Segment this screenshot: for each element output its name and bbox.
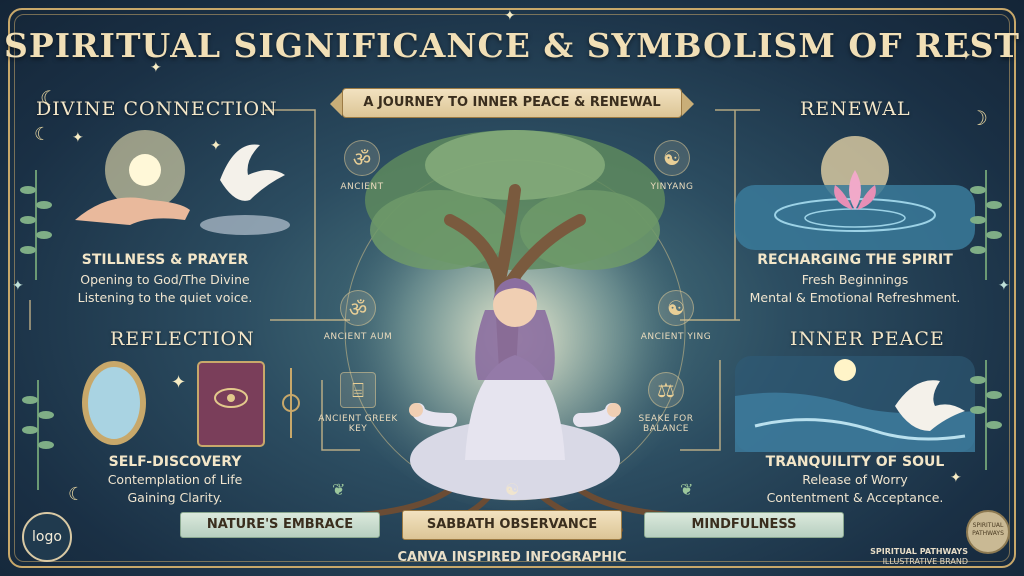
greek-key-icon: ⌸ — [340, 372, 376, 408]
page-title: Spiritual Significance & Symbolism of Re… — [4, 26, 1020, 65]
symbol-label: Ancient Aum — [323, 332, 393, 342]
pill-mindfulness: Mindfulness — [644, 512, 844, 538]
divine-hands-dove-illustration — [75, 130, 290, 235]
section-title-reflection: Reflection — [110, 328, 255, 350]
symbol-label: Seake for Balance — [638, 414, 694, 434]
sparkle-icon: ✦ — [72, 130, 84, 146]
text-line: Fresh Beginnings — [801, 272, 909, 287]
sparkle-icon: ✦ — [504, 8, 516, 24]
footer-caption: Canva Inspired Infographic — [397, 550, 627, 565]
tree-meditation-illustration — [325, 130, 705, 533]
yin-yang-icon: ☯ — [658, 290, 694, 326]
subtitle-tranquility-soul: Tranquility of Soul — [765, 454, 945, 470]
pill-natures-embrace: Nature's Embrace — [180, 512, 380, 538]
inner-border — [14, 14, 1010, 562]
symbol-label: Ancient Greek Key — [318, 414, 398, 434]
seal-line: Spiritual — [972, 522, 1004, 529]
symbol-label: Yinyang — [650, 182, 694, 192]
sparkle-icon: ✦ — [12, 278, 24, 294]
symbol-label: Ancient Ying — [640, 332, 712, 342]
lotus-water-illustration — [735, 136, 975, 250]
brand-seal: Spiritual Pathways — [966, 510, 1010, 554]
om-icon: ॐ — [340, 290, 376, 326]
subtitle-self-discovery: Self-Discovery — [108, 454, 242, 470]
river-moon-dove-illustration — [735, 356, 975, 452]
outer-border — [8, 8, 1016, 568]
symbol-label: Ancient — [340, 182, 384, 192]
moon-icon: ☾ — [34, 124, 51, 145]
mirror-book-illustration: ✦ — [82, 361, 300, 447]
svg-text:✦: ✦ — [171, 372, 186, 393]
subtitle-recharging-spirit: Recharging the Spirit — [757, 252, 953, 268]
text-line: Mental & Emotional Refreshment. — [749, 290, 961, 305]
text-line: Listening to the quiet voice. — [77, 290, 253, 305]
subtitle-ribbon: A Journey to Inner Peace & Renewal — [342, 88, 682, 118]
om-icon: ॐ — [344, 140, 380, 176]
moon-icon: ☽ — [970, 106, 988, 130]
subtitle-stillness-prayer: Stillness & Prayer — [81, 252, 249, 268]
leaf-sprig-icon — [970, 360, 1002, 470]
leaf-sprig-icon — [970, 170, 1002, 280]
pill-sabbath-observance: Sabbath Observance — [402, 510, 622, 540]
section-title-renewal: Renewal — [800, 98, 911, 120]
brand-caption: Spiritual Pathways Illustrative Brand — [870, 547, 968, 567]
seal-line: Pathways — [972, 530, 1004, 537]
text-line: Release of Worry — [802, 472, 908, 487]
sparkle-icon: ✦ — [960, 48, 972, 64]
text-line: Contemplation of Life — [107, 472, 243, 487]
section-title-inner-peace: Inner Peace — [790, 328, 945, 350]
logo: logo — [22, 512, 72, 562]
text-line: Opening to God/The Divine — [80, 272, 250, 287]
brand-line: Spiritual Pathways — [870, 547, 968, 556]
ribbon-tail-right — [682, 92, 694, 116]
moon-icon: ☾ — [40, 86, 58, 110]
brand-line: Illustrative Brand — [882, 557, 968, 566]
leaf-icon: ❦ — [332, 480, 346, 499]
sparkle-icon: ✦ — [950, 470, 962, 486]
text-line: Gaining Clarity. — [127, 490, 223, 505]
leaf-sprig-icon — [20, 170, 52, 280]
scales-icon: ⚖ — [648, 372, 684, 408]
sparkle-icon: ✦ — [210, 138, 222, 154]
sparkle-icon: ✦ — [998, 278, 1010, 294]
moon-icon: ☾ — [68, 484, 85, 505]
sparkle-icon: ✦ — [150, 60, 162, 76]
yin-yang-icon: ☯ — [654, 140, 690, 176]
text-line: Contentment & Acceptance. — [766, 490, 944, 505]
leaf-icon: ❦ — [680, 480, 694, 499]
ribbon-tail-left — [330, 92, 342, 116]
yin-yang-icon: ☯ — [505, 480, 520, 499]
section-title-divine-connection: Divine Connection — [36, 98, 278, 120]
leaf-sprig-icon — [22, 380, 54, 490]
